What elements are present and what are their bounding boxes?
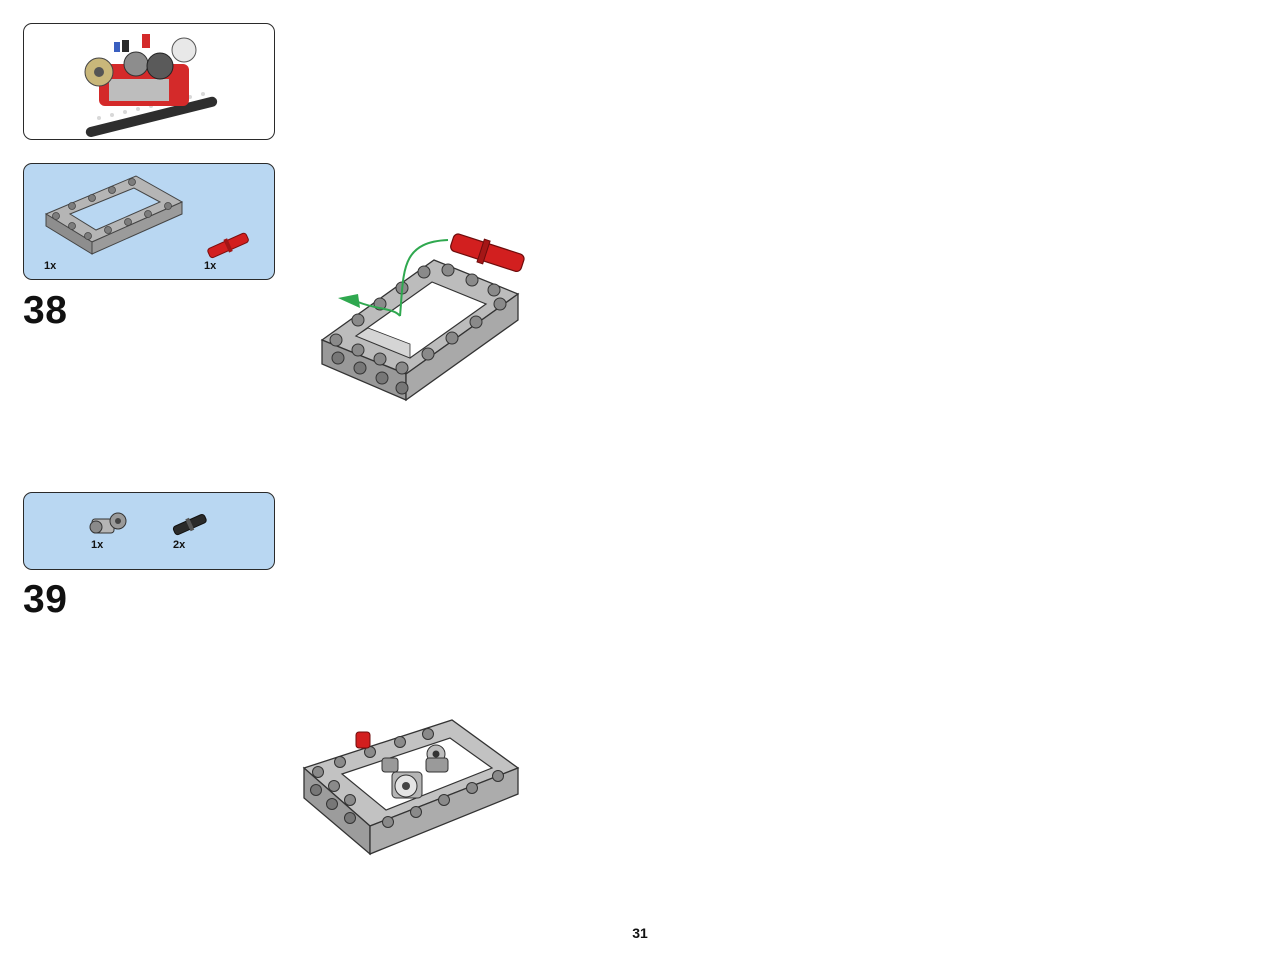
red-pin-icon — [450, 233, 525, 273]
black-pin-icon — [172, 513, 207, 536]
gearbox-assembly-icon — [84, 34, 218, 137]
parts-list-step-38: 1x 1x — [23, 163, 275, 280]
step-39-illustration — [302, 719, 520, 856]
subassembly-panel — [23, 23, 275, 140]
red-pin-qty: 1x — [204, 260, 217, 272]
page-number: 31 — [632, 925, 648, 941]
step-number-39: 39 — [23, 578, 68, 621]
frame-icon — [44, 175, 184, 255]
cross-block-icon — [381, 757, 423, 799]
cross-block-qty: 1x — [91, 539, 104, 551]
step-38-illustration — [320, 233, 525, 402]
frame-qty: 1x — [44, 260, 57, 272]
red-pin-icon — [207, 232, 249, 259]
step-number-38: 38 — [23, 289, 68, 332]
black-pin-qty: 2x — [173, 539, 186, 551]
parts-list-step-39: 1x 2x — [23, 492, 275, 570]
black-pin-icon — [425, 744, 449, 773]
green-arrow-icon — [338, 294, 360, 308]
red-pin-icon — [355, 731, 371, 749]
cross-block-icon — [89, 512, 127, 534]
